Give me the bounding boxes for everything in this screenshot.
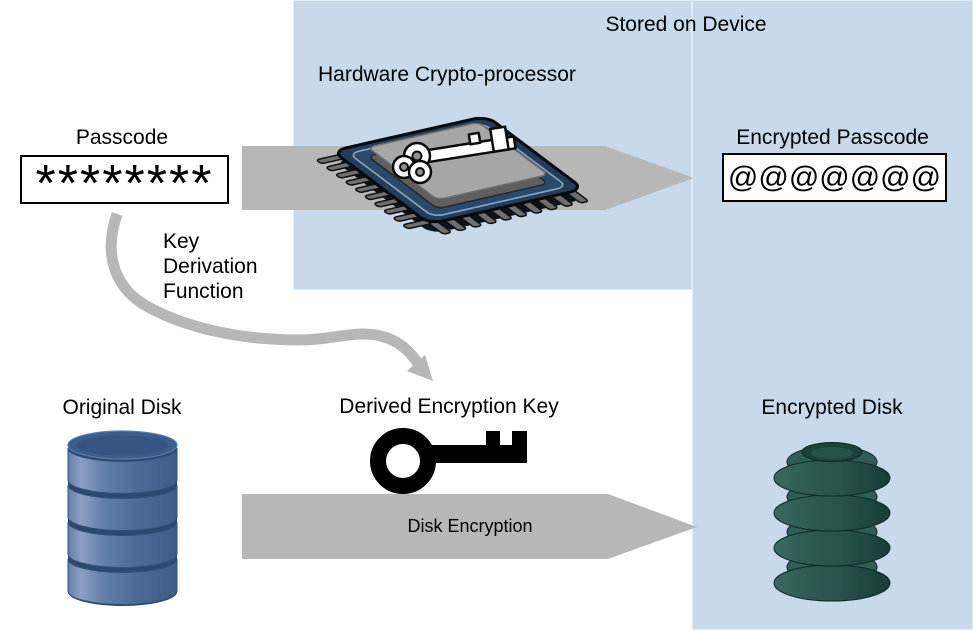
chip-key-icon [391, 125, 517, 185]
original-disk-icon [67, 430, 178, 606]
passcode-value: ******** [35, 155, 214, 204]
kdf-line-3: Function [163, 280, 244, 303]
stored-on-device-label: Stored on Device [605, 13, 767, 36]
original-disk-label: Original Disk [62, 396, 182, 419]
passcode-label: Passcode [75, 126, 169, 149]
key-derivation-function-label: Key Derivation Function [163, 229, 258, 304]
encrypted-passcode-value-box: @@@@@@@ [722, 153, 947, 202]
hardware-crypto-processor-label: Hardware Crypto-processor [318, 63, 576, 86]
disk-encryption-arrow [242, 494, 697, 559]
kdf-line-2: Derivation [163, 255, 258, 278]
disk-encryption-label: Disk Encryption [407, 516, 533, 536]
encrypted-passcode-label: Encrypted Passcode [736, 126, 929, 149]
kdf-line-1: Key [163, 230, 200, 253]
passcode-value-box: ******** [20, 155, 229, 204]
derived-key-icon [370, 428, 527, 494]
encrypted-disk-label: Encrypted Disk [761, 396, 903, 419]
derived-encryption-key-label: Derived Encryption Key [339, 395, 559, 418]
encrypted-disk-icon [773, 442, 891, 602]
encrypted-passcode-value: @@@@@@@ [727, 160, 942, 194]
kdf-curved-arrow [105, 212, 433, 381]
crypto-processor-chip-icon [316, 116, 589, 239]
